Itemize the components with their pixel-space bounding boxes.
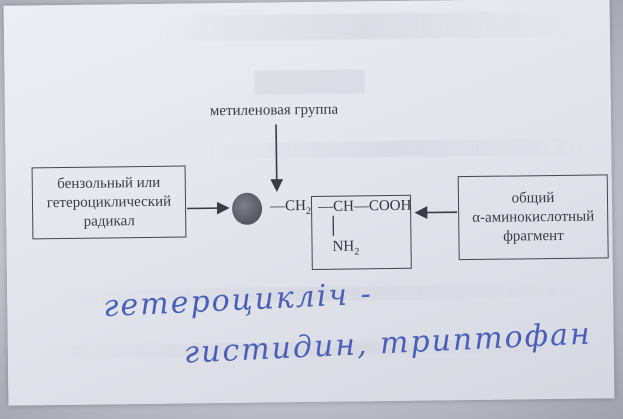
paper-page: метиленовая группа бензольный или гетеро…: [3, 0, 615, 406]
radical-arrow: [187, 201, 230, 215]
fragment-arrow: [414, 206, 458, 219]
diagram-arrows: [187, 124, 458, 236]
methylene-arrow: [270, 124, 284, 192]
